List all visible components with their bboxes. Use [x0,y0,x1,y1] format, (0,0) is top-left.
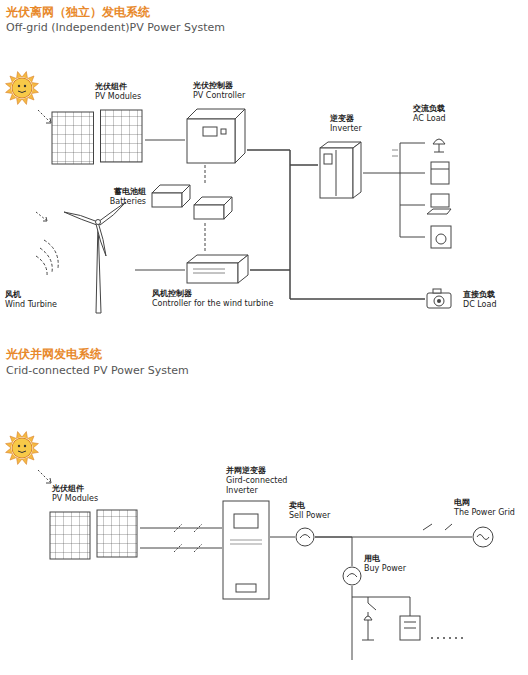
component-label: 用电Buy Power [364,554,406,574]
component-label: 卖电Sell Power [289,501,330,521]
wire [363,173,425,174]
sun [6,72,39,105]
pv-modules: 光伏组件PV Modules [48,508,140,563]
chinese-label: 风机控制器 [152,289,273,299]
chinese-label: 电网 [454,498,515,508]
pv-modules-icon [48,508,140,563]
chinese-label: 并网逆变器 [226,466,300,476]
chinese-label: 用电 [364,554,406,564]
batteries-icon [150,183,235,223]
pv-modules-icon [50,108,145,168]
grid-inverter: 并网逆变器Gird-connected Inverter [222,500,270,600]
english-label: Wind Turbine [5,300,57,310]
chinese-label: 直接负载 [463,290,496,300]
chinese-label: 逆变器 [330,114,362,124]
ac-load: 交流负载AC Load [425,132,461,248]
english-label: PV Modules [95,92,141,102]
english-label: The Power Grid [454,508,515,518]
chinese-label: 光伏组件 [52,484,98,494]
chinese-label: 蓄电池组 [110,187,146,197]
sun [6,432,39,465]
section-heading: 光伏并网发电系统 [6,346,102,363]
wire [205,165,206,183]
chinese-label: 交流负载 [413,104,446,114]
english-label: Buy Power [364,564,406,574]
english-label: Gird-connected Inverter [226,476,300,496]
grid-inverter-icon [222,500,270,600]
wind-turbine: 风机Wind Turbine [60,200,135,315]
wire [315,537,352,566]
wire [247,150,318,165]
chinese-label: 卖电 [289,501,330,511]
section-heading: Off-grid (Independent)PV Power System [6,21,225,34]
component-label: 风机Wind Turbine [5,290,57,310]
english-label: PV Controller [193,91,245,101]
chinese-label: 光伏控制器 [193,81,245,91]
wind-controller-icon [185,253,250,285]
batteries: 蓄电池组Batteries [150,183,235,223]
wire [205,223,206,253]
buy-meter: 用电Buy Power [342,566,362,586]
wire [250,270,425,299]
english-label: Sell Power [289,511,330,521]
wire [247,150,425,299]
pv-controller-icon [185,107,247,165]
component-label: 并网逆变器Gird-connected Inverter [226,466,300,496]
english-label: AC Load [413,114,446,124]
component-label: 直接负载DC Load [463,290,496,310]
component-label: 风机控制器Controller for the wind turbine [152,289,273,309]
english-label: DC Load [463,300,496,310]
dc-load: 直接负载DC Load [425,288,455,310]
wire [270,537,295,538]
wire [135,270,185,271]
component-label: 蓄电池组Batteries [110,187,146,207]
english-label: Controller for the wind turbine [152,299,273,309]
power-grid-icon [472,526,494,548]
wind-turbine-icon [60,200,135,315]
component-label: 交流负载AC Load [413,104,446,124]
ac-load-icon [425,132,461,248]
component-label: 逆变器Inverter [330,114,362,134]
component-label: 光伏组件PV Modules [95,82,141,102]
chinese-label: 风机 [5,290,57,300]
component-label: 光伏组件PV Modules [52,484,98,504]
wire [250,165,318,270]
inverter-icon [318,140,363,200]
wire [140,528,222,529]
buy-meter-icon [342,566,362,586]
component-label: 光伏控制器PV Controller [193,81,245,101]
sell-meter: 卖电Sell Power [295,527,315,547]
pv-controller: 光伏控制器PV Controller [185,107,247,165]
sell-meter-icon [295,527,315,547]
wire [145,140,185,141]
dc-load-icon [425,288,455,310]
inverter: 逆变器Inverter [318,140,363,200]
english-label: Inverter [330,124,362,134]
english-label: Batteries [110,197,146,207]
english-label: PV Modules [52,494,98,504]
power-grid: 电网The Power Grid [472,526,494,548]
section-heading: 光伏离网（独立）发电系统 [6,4,150,21]
chinese-label: 光伏组件 [95,82,141,92]
pv-modules: 光伏组件PV Modules [50,108,145,168]
section-heading: Crid-connected PV Power System [6,364,189,377]
wind-controller: 风机控制器Controller for the wind turbine [185,253,250,285]
component-label: 电网The Power Grid [454,498,515,518]
